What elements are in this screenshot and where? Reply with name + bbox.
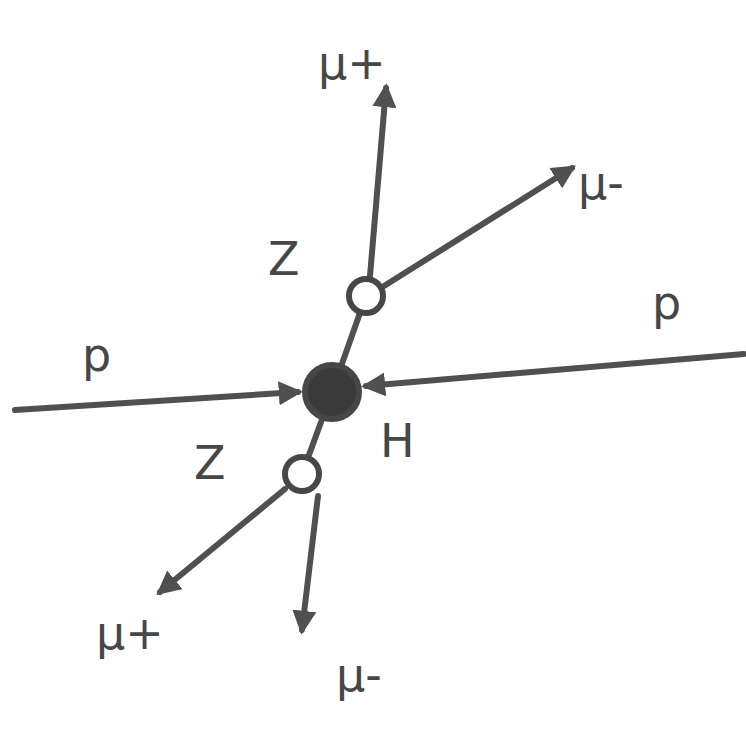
- particle-label: p: [652, 280, 681, 326]
- z-boson-vertex: Z: [282, 454, 322, 494]
- particle-label: H: [380, 418, 415, 464]
- muon-track: [384, 168, 572, 286]
- particle-label: μ-: [578, 160, 624, 206]
- muon-track: [160, 489, 285, 592]
- particle-label: p: [82, 332, 111, 378]
- proton-beam: [366, 354, 744, 386]
- particle-label: μ+: [96, 610, 164, 656]
- vertex-outline: [285, 457, 319, 491]
- vertex-circle: [302, 362, 362, 422]
- vertex-circle: [282, 454, 322, 494]
- boson-propagator: [342, 315, 359, 364]
- vertex-outline: [305, 365, 359, 419]
- particle-label: Z: [268, 236, 300, 282]
- vertex-circle: [346, 276, 386, 316]
- particle-label: μ-: [336, 652, 382, 698]
- muon-track: [370, 88, 386, 276]
- particle-label: Z: [194, 440, 226, 486]
- boson-propagator: [309, 420, 322, 455]
- vertex-outline: [349, 279, 383, 313]
- muon-track: [302, 496, 318, 630]
- higgs-vertex: H: [302, 362, 362, 422]
- z-boson-vertex: Z: [346, 276, 386, 316]
- particle-label: μ+: [318, 40, 386, 86]
- proton-beam: [15, 392, 298, 410]
